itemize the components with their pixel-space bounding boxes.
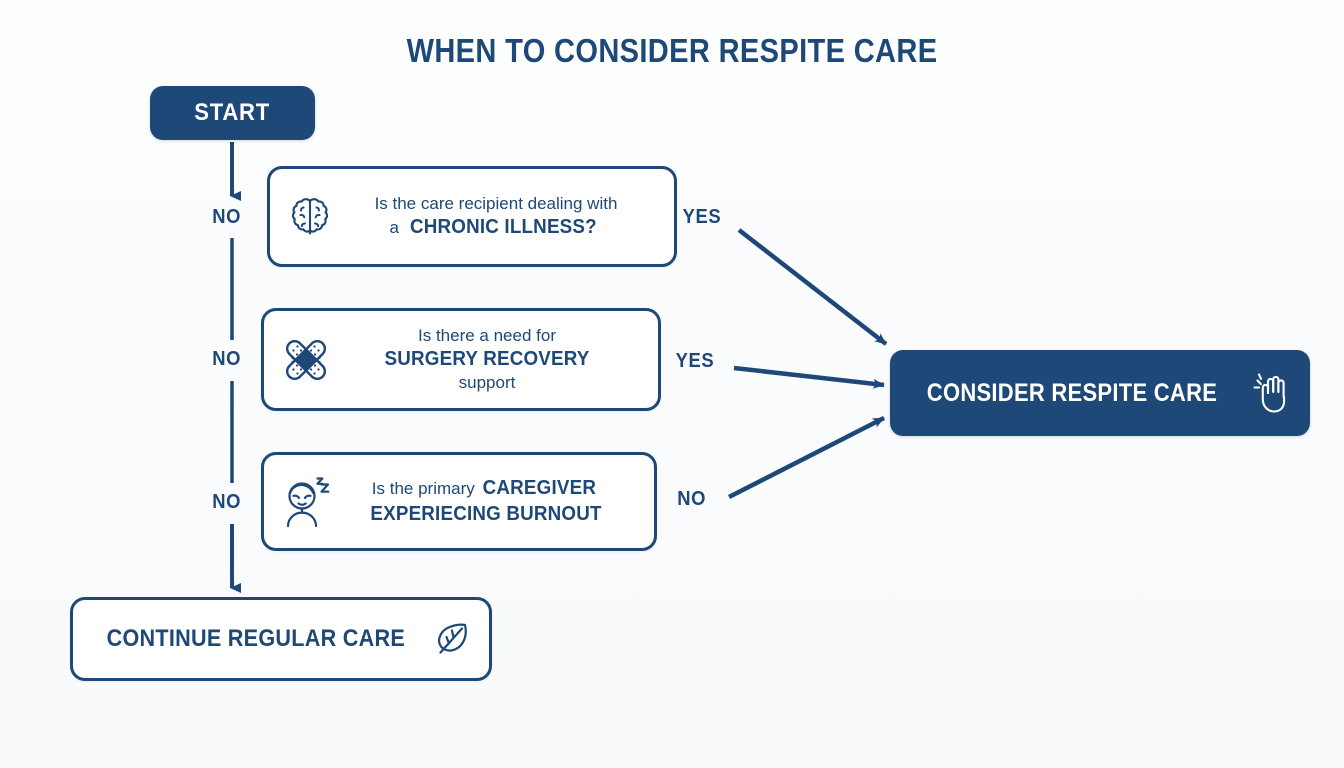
connector-yes1-to-consider xyxy=(737,228,888,346)
q3-line1-emphasis: CAREGIVER xyxy=(483,476,597,499)
brain-icon xyxy=(291,197,329,235)
q3-line1-prefix: Is the primary xyxy=(371,478,480,498)
page-title: WHEN TO CONSIDER RESPITE CARE xyxy=(406,32,938,69)
question-card-surgery-recovery[interactable]: Is there a need for SURGERY RECOVERY sup… xyxy=(261,308,661,411)
continue-regular-care-node[interactable]: CONTINUE REGULAR CARE xyxy=(70,597,492,681)
tired-person-icon-slot xyxy=(278,473,336,531)
q2-line3: support xyxy=(458,373,516,393)
q3-line2-emphasis: EXPERIECING BURNOUT xyxy=(370,502,602,525)
q1-line2-emphasis: CHRONIC ILLNESS? xyxy=(409,215,597,238)
start-node[interactable]: START xyxy=(150,86,315,140)
q1-line1: Is the care recipient dealing with xyxy=(374,193,618,213)
question-card-caregiver-burnout[interactable]: Is the primary CAREGIVER EXPERIECING BUR… xyxy=(261,452,657,551)
raised-hand-icon xyxy=(1253,373,1286,413)
branch-label-no-2: NO xyxy=(212,348,241,370)
branch-label-no-3: NO xyxy=(212,491,241,513)
connector-yes2-to-consider xyxy=(733,365,885,389)
question-card-caregiver-burnout-text: Is the primary CAREGIVER EXPERIECING BUR… xyxy=(336,476,646,527)
branch-label-no-4: NO xyxy=(677,488,706,510)
branch-label-yes-1: YES xyxy=(682,206,722,228)
leaf-icon xyxy=(437,623,467,654)
consider-respite-care-node[interactable]: CONSIDER RESPITE CARE xyxy=(890,350,1310,436)
question-card-chronic-illness-text: Is the care recipient dealing with a CHR… xyxy=(336,193,666,240)
branch-label-no-1: NO xyxy=(212,206,241,228)
bandage-cross-icon xyxy=(285,339,327,380)
branch-label-yes-2: YES xyxy=(675,350,715,372)
q1-line2-prefix: a xyxy=(389,217,404,237)
connector-no4-to-consider xyxy=(727,415,886,500)
q2-line1: Is there a need for xyxy=(418,325,556,345)
consider-respite-care-label: CONSIDER RESPITE CARE xyxy=(926,378,1218,407)
tired-person-icon xyxy=(286,476,330,527)
brain-icon-slot xyxy=(284,191,336,243)
start-node-label: START xyxy=(194,99,271,126)
question-card-surgery-recovery-text: Is there a need for SURGERY RECOVERY sup… xyxy=(334,325,650,394)
q2-line2-emphasis: SURGERY RECOVERY xyxy=(384,347,590,370)
bandage-cross-icon-slot xyxy=(278,332,334,388)
continue-regular-care-label: CONTINUE REGULAR CARE xyxy=(106,625,406,652)
question-card-chronic-illness[interactable]: Is the care recipient dealing with a CHR… xyxy=(267,166,677,267)
